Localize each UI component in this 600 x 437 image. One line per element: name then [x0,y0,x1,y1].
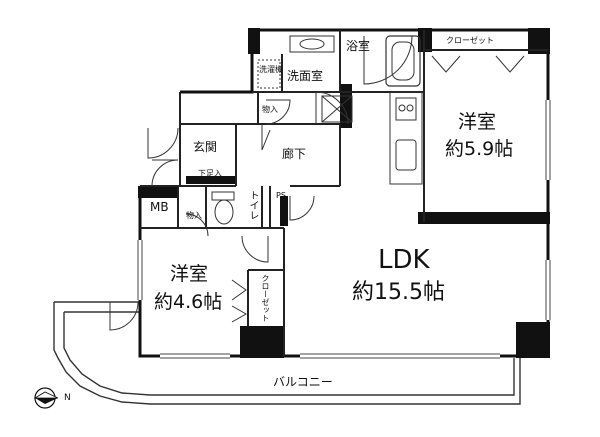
room-label-closet-top: クローゼット [446,36,494,45]
compass-icon [33,387,59,409]
label-storage-b: 物入 [186,211,202,220]
bathtub-inner [391,41,415,81]
windows [137,100,551,359]
room-label-bedroom-left: 洋室 [170,263,209,285]
bathtub [385,35,421,87]
room-size-ldk: 約15.5帖 [352,280,445,305]
interior-walls [140,30,548,356]
label-balcony: バルコニー [273,375,333,389]
toilet-fixture [211,191,235,225]
room-label-ldk: LDK [378,245,430,275]
washbasin-bowl [299,38,325,50]
label-mb: MB [150,200,169,214]
room-size-bedroom-left: 約4.6帖 [154,291,223,313]
washer-space [257,59,281,89]
compass-n-label: N [64,393,71,403]
room-label-washroom: 洗面室 [287,69,324,83]
label-washer: 洗濯機 [259,65,283,74]
balcony-outline [53,301,521,405]
room-label-hallway: 廊下 [282,147,307,161]
washbasin [289,35,335,53]
room-label-bath: 浴室 [346,39,371,53]
fridge-space [321,95,353,123]
room-label-toilet: トイレ [247,190,258,220]
kitchen-counter [389,91,423,185]
room-label-entrance: 玄関 [193,140,218,154]
label-ps: PS [276,191,286,200]
room-label-closet-left: クローゼット [261,274,270,322]
label-shoebox: 下足入 [198,169,222,178]
room-label-storage-a: 物入 [262,105,278,114]
room-size-bedroom-right: 約5.9帖 [445,138,514,160]
room-label-bedroom-right: 洋室 [458,111,497,133]
structure-columns [138,28,550,358]
